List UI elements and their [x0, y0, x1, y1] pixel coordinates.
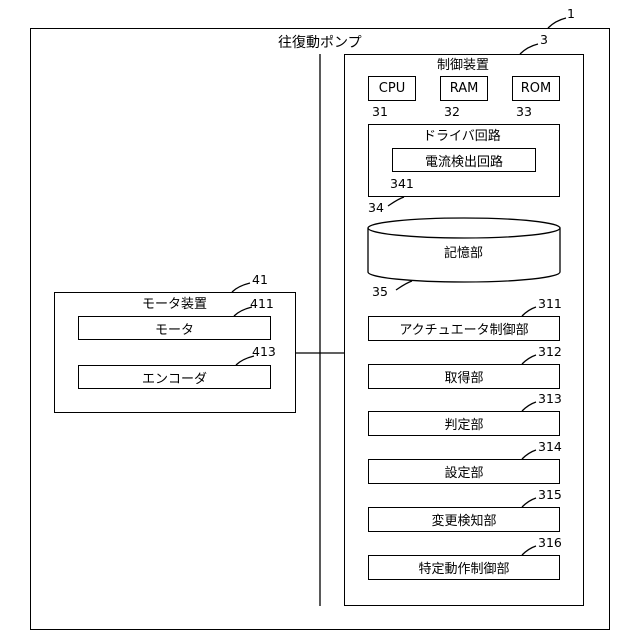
encoder-label: エンコーダ	[142, 368, 207, 387]
unit-acquisition: 取得部	[368, 364, 560, 389]
motor-ref: 411	[250, 298, 274, 311]
encoder-box: エンコーダ	[78, 365, 271, 389]
unit-acquisition-ref: 312	[538, 346, 562, 359]
unit-judgment-ref: 313	[538, 393, 562, 406]
unit-change-detection-ref: 315	[538, 489, 562, 502]
unit-setting: 設定部	[368, 459, 560, 484]
motor-device-label: モータ装置	[142, 298, 207, 311]
unit-actuator-control: アクチュエータ制御部	[368, 316, 560, 341]
unit-change-detection: 変更検知部	[368, 507, 560, 532]
unit-setting-ref: 314	[538, 441, 562, 454]
storage-label: 記憶部	[444, 247, 483, 260]
unit-specific-operation-control: 特定動作制御部	[368, 555, 560, 580]
storage-ref: 35	[372, 286, 388, 299]
motor-device-ref: 41	[252, 274, 268, 287]
encoder-ref: 413	[252, 346, 276, 359]
unit-judgment: 判定部	[368, 411, 560, 436]
motor-label: モータ	[155, 319, 194, 338]
unit-specific-operation-control-ref: 316	[538, 537, 562, 550]
unit-actuator-control-ref: 311	[538, 298, 562, 311]
motor-box: モータ	[78, 316, 271, 340]
